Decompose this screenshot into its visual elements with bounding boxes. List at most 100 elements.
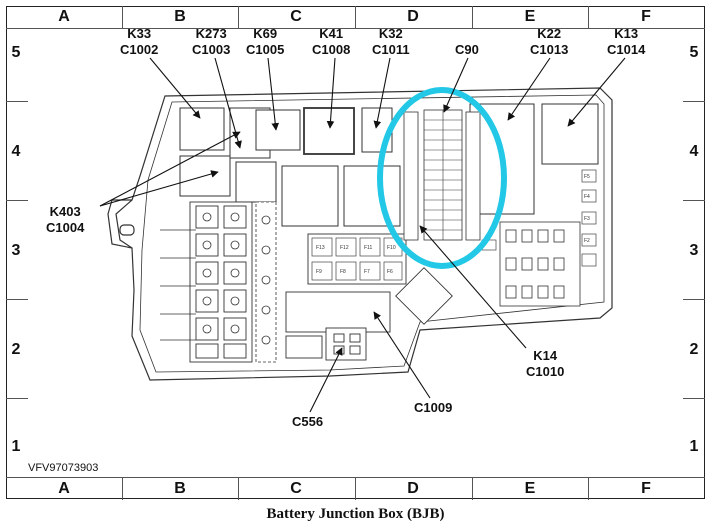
row-tick (683, 398, 705, 399)
callout-connector-id: C1011 (372, 42, 410, 57)
column-header-top: A B C D E F (6, 6, 705, 29)
callout-relay-id: K69 (253, 26, 278, 41)
row-label-5: 5 (11, 44, 21, 61)
housing-inner-outline (139, 94, 605, 373)
leader-k41 (326, 57, 336, 129)
row-tick (683, 101, 705, 102)
callout-connector-id: C1005 (246, 42, 285, 57)
leader-c556 (309, 347, 343, 413)
relay-c1009-block (285, 291, 391, 333)
row-tick (683, 299, 705, 300)
mounting-hole (119, 224, 135, 236)
callout-relay-id: K403 (49, 204, 81, 219)
callout-connector-id: C1013 (530, 42, 569, 57)
fuse-label: F12 (340, 245, 349, 251)
callout-relay-id: K22 (537, 26, 562, 41)
highlight-ellipse (377, 87, 507, 269)
column-label-f: F (641, 480, 651, 497)
grid-divider (355, 478, 356, 500)
callout-connector-id: C90 (455, 42, 479, 57)
callout-relay-id: K273 (195, 26, 227, 41)
column-label-a: A (58, 480, 70, 497)
grid-divider (238, 6, 239, 28)
connector-c556-block (325, 327, 367, 361)
column-label-e: E (524, 8, 536, 25)
grid-divider (472, 6, 473, 28)
callout-connector-id: C1008 (312, 42, 351, 57)
grid-divider (472, 478, 473, 500)
grid-divider (588, 478, 589, 500)
leader-k14 (419, 225, 527, 349)
column-label-e: E (524, 480, 536, 497)
callout-c556: C556 (292, 414, 323, 430)
callout-k33: K33 C1002 (120, 26, 158, 58)
column-label-c: C (290, 480, 302, 497)
small-fuse-pair (285, 335, 323, 359)
callout-connector-id: C556 (292, 414, 324, 429)
callout-relay-id: K13 (614, 26, 639, 41)
callout-connector-id: C1002 (120, 42, 159, 57)
callout-c90: C90 (455, 42, 479, 58)
callout-connector-id: C1004 (46, 220, 85, 235)
row-label-3: 3 (689, 242, 699, 259)
row-label-1: 1 (689, 438, 699, 455)
callout-k273: K273 C1003 (192, 26, 230, 58)
fuse-label: F2 (584, 238, 590, 244)
reference-code: VFV97073903 (28, 462, 99, 474)
grid-divider (122, 478, 123, 500)
relay-block-center-right (343, 165, 401, 227)
row-tick (6, 200, 28, 201)
row-label-2: 2 (689, 341, 699, 358)
grid-divider (355, 6, 356, 28)
leader-k69 (267, 57, 280, 131)
grid-divider (588, 6, 589, 28)
callout-k69: K69 C1005 (246, 26, 284, 58)
fuse-label: F13 (316, 245, 325, 251)
fuse-label: F6 (387, 269, 393, 275)
column-label-f: F (641, 8, 651, 25)
callout-relay-id: K33 (127, 26, 152, 41)
fuse-label: F10 (387, 245, 396, 251)
column-label-b: B (174, 8, 186, 25)
relay-k13 (541, 103, 599, 165)
callout-k41: K41 C1008 (312, 26, 350, 58)
callout-c1009: C1009 (414, 400, 452, 416)
column-label-b: B (174, 480, 186, 497)
fuse-label: F7 (364, 269, 370, 275)
leader-k13 (567, 57, 626, 127)
callout-k32: K32 C1011 (372, 26, 410, 58)
relay-k41 (303, 107, 355, 155)
row-tick (6, 299, 28, 300)
fuse-label-group: F13 F12 F11 F10 F9 F8 F7 F6 F5 F4 F3 F2 (311, 169, 597, 281)
callout-connector-id: C1010 (526, 364, 565, 379)
callout-k22: K22 C1013 (530, 26, 568, 58)
mounting-tab (107, 199, 133, 249)
callout-k13: K13 C1014 (607, 26, 645, 58)
row-tick (683, 200, 705, 201)
leader-k22 (507, 57, 551, 121)
fuse-label: F8 (340, 269, 346, 275)
fuse-label: F9 (316, 269, 322, 275)
callout-relay-id: K32 (378, 26, 403, 41)
callout-relay-id: K14 (533, 348, 558, 363)
grid-divider (238, 478, 239, 500)
leader-k403 (99, 131, 241, 207)
figure-caption: Battery Junction Box (BJB) (266, 506, 445, 522)
callout-connector-id: C1003 (192, 42, 231, 57)
housing-outline (115, 87, 613, 381)
callout-k14: K14 C1010 (526, 348, 564, 380)
relay-block-mid (235, 161, 277, 203)
callout-connector-id: C1009 (414, 400, 453, 415)
callout-relay-id: K41 (319, 26, 344, 41)
fuse-label: F4 (584, 194, 590, 200)
row-label-1: 1 (11, 438, 21, 455)
fuse-label: F5 (584, 174, 590, 180)
leader-k403-b (99, 170, 219, 207)
row-tick (6, 101, 28, 102)
leader-c90 (443, 57, 469, 113)
leader-c1009 (373, 311, 431, 399)
row-label-4: 4 (11, 143, 21, 160)
fuse-label: F11 (364, 245, 372, 251)
row-label-5: 5 (689, 44, 699, 61)
